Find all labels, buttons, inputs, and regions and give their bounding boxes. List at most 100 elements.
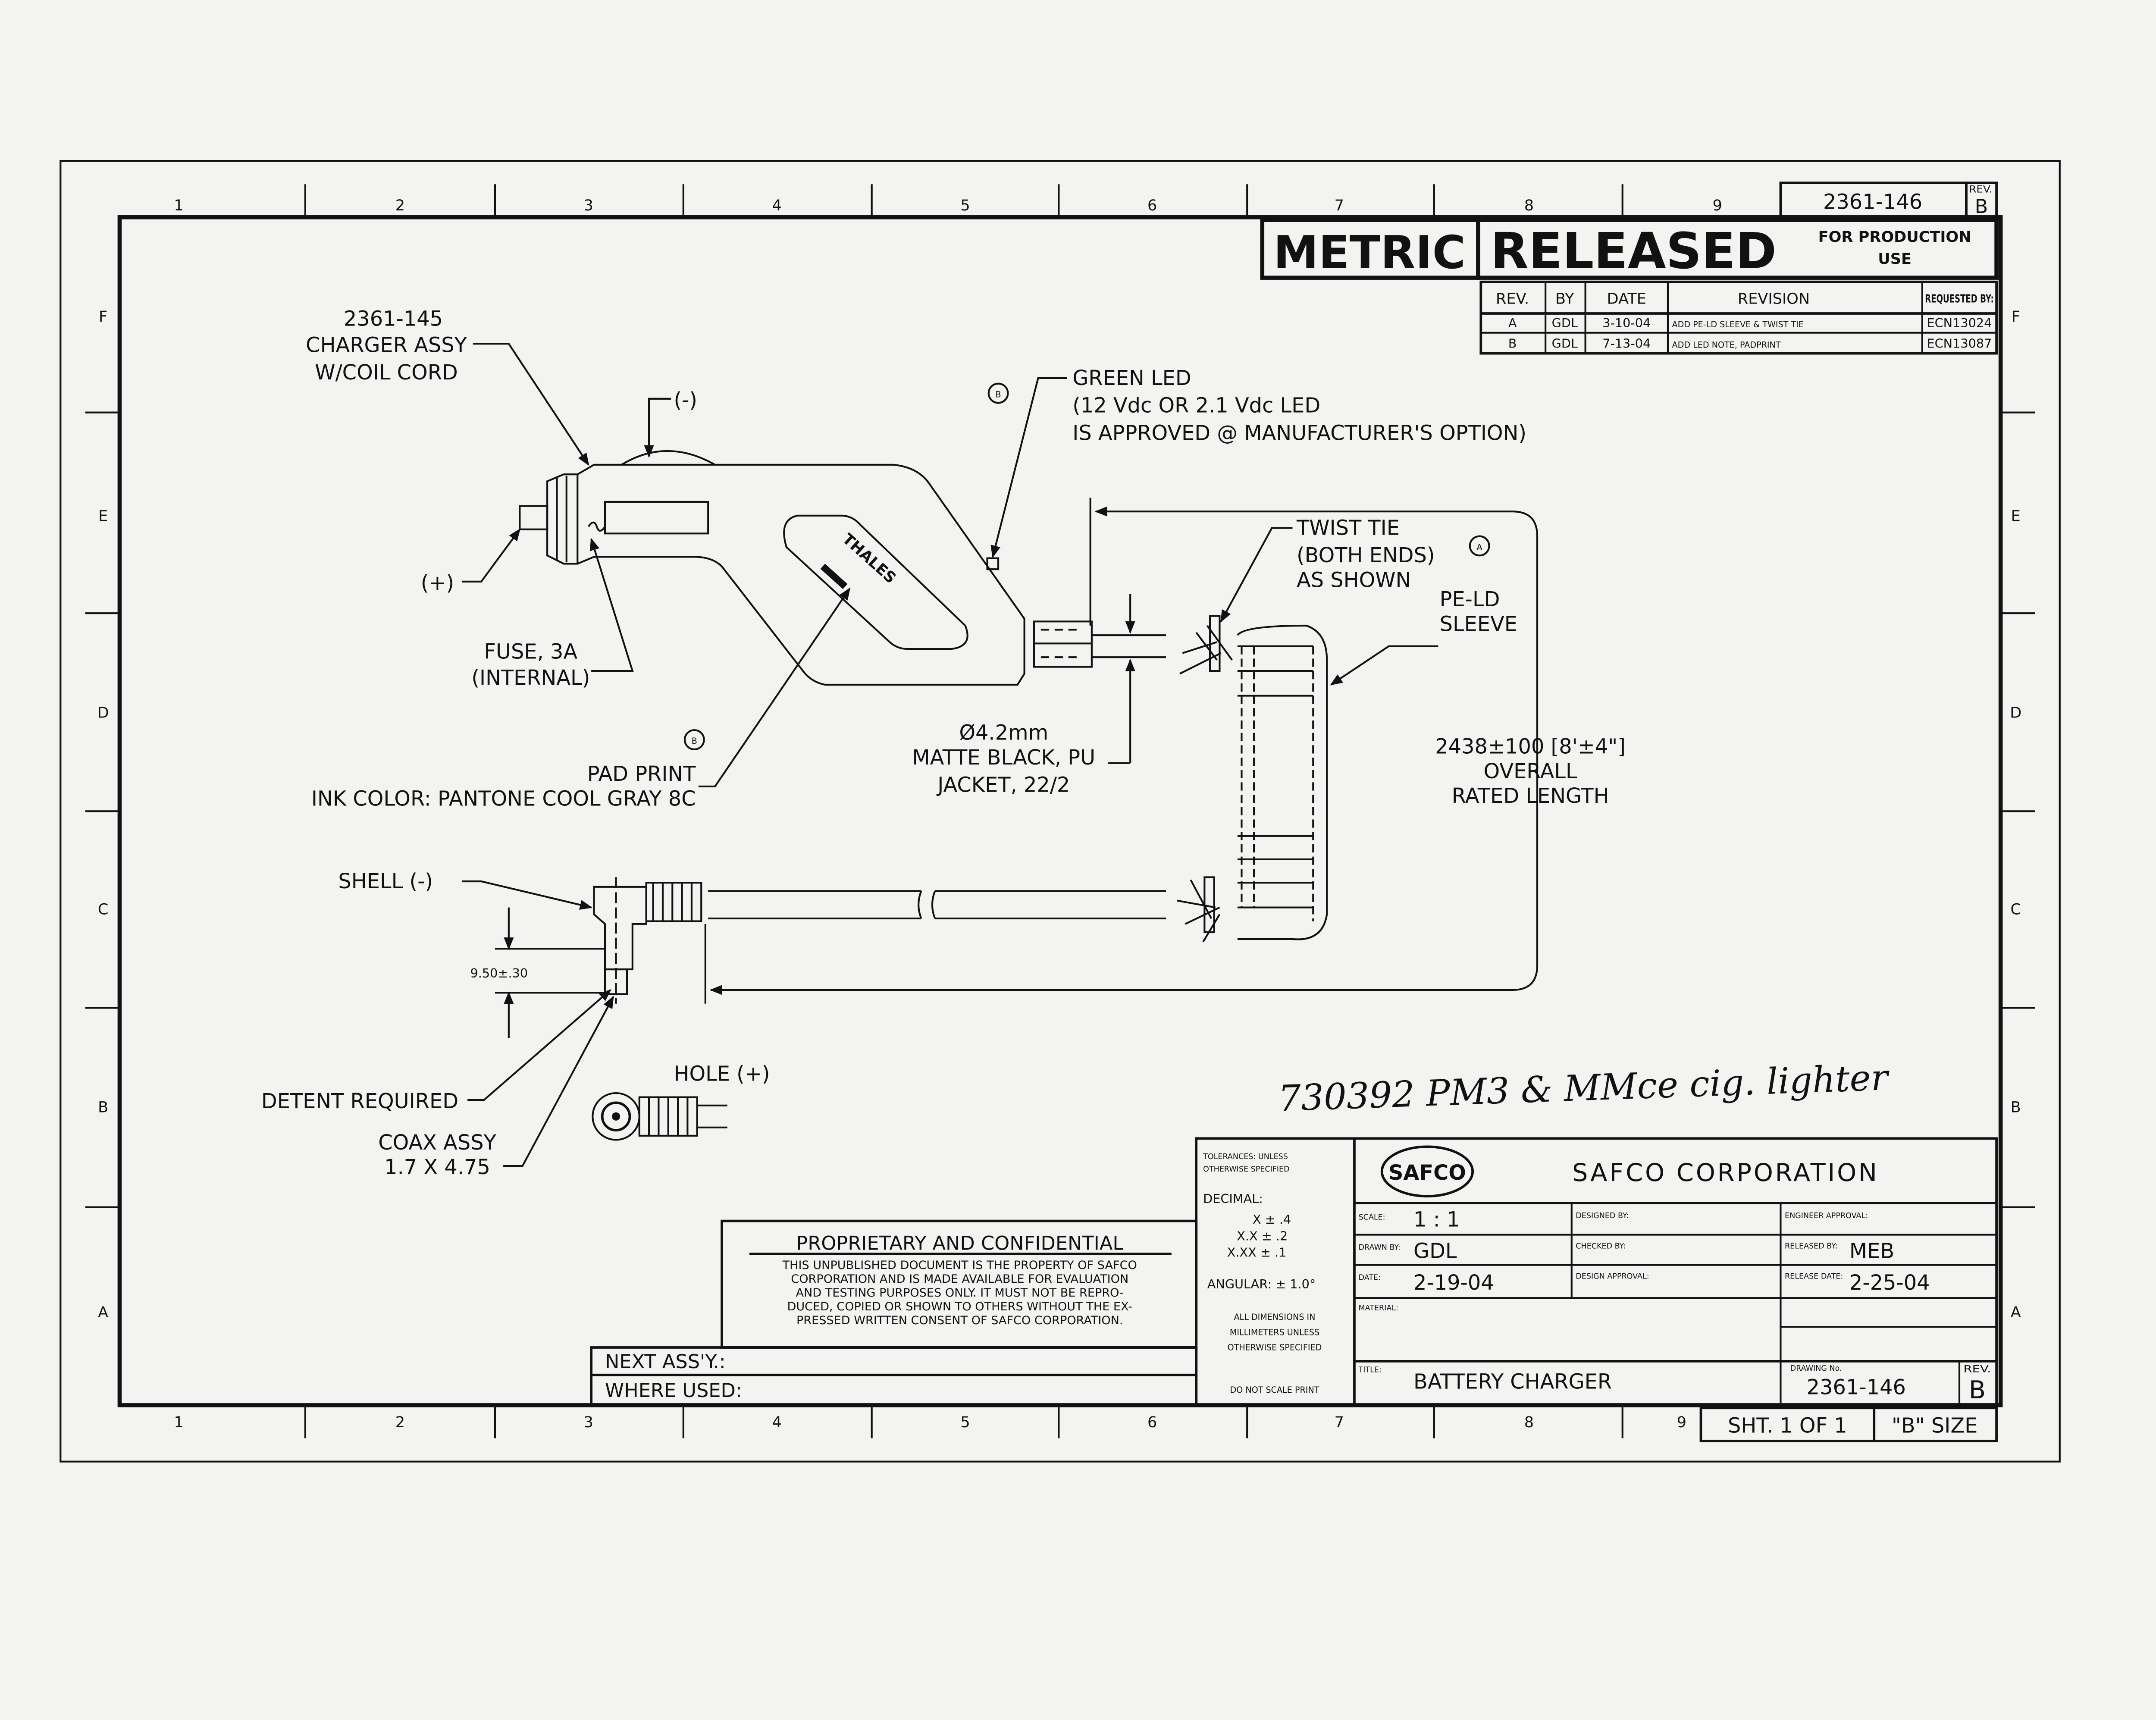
requested-cell: ECN13087 <box>1927 336 1992 351</box>
zone-column-label: 1 <box>174 1413 183 1431</box>
checked-by-label: CHECKED BY: <box>1576 1242 1626 1250</box>
release-stamp: METRIC RELEASED FOR PRODUCTION USE <box>1260 218 1999 280</box>
drawn-by-value: GDL <box>1413 1240 1457 1263</box>
proprietary-line: THIS UNPUBLISHED DOCUMENT IS THE PROPERT… <box>782 1259 1137 1272</box>
design-approval-label: DESIGN APPROVAL: <box>1576 1272 1649 1281</box>
coil-cord-top <box>1091 634 1166 658</box>
date-cell: 7-13-04 <box>1602 336 1651 351</box>
zone-column-label: 9 <box>1713 197 1722 214</box>
proprietary-line: PRESSED WRITTEN CONSENT OF SAFCO CORPORA… <box>796 1314 1123 1327</box>
hole-label: HOLE (+) <box>674 1062 770 1086</box>
for-production-text: FOR PRODUCTION <box>1818 228 1971 246</box>
decimal-label: DECIMAL: <box>1203 1191 1263 1206</box>
zone-row-label: A <box>2011 1303 2021 1321</box>
outer-border <box>60 160 2061 1463</box>
company-name: SAFCO CORPORATION <box>1572 1158 1879 1187</box>
sleeve-label: SLEEVE <box>1440 613 1517 636</box>
proprietary-notice: PROPRIETARY AND CONFIDENTIAL THIS UNPUBL… <box>590 1219 1198 1407</box>
zone-row-label: B <box>2011 1099 2021 1116</box>
release-date-label: RELEASE DATE: <box>1785 1272 1843 1281</box>
by-header: BY <box>1555 290 1574 308</box>
do-not-scale: DO NOT SCALE PRINT <box>1230 1385 1319 1395</box>
zone-column-label: 1 <box>174 197 183 214</box>
shell-label: SHELL (-) <box>338 870 433 893</box>
output-cord <box>708 890 1166 920</box>
rev-marker-text: B <box>995 390 1001 400</box>
zone-row-label: E <box>98 508 108 525</box>
zone-column-label: 4 <box>772 197 781 214</box>
twist-tie-label: (BOTH ENDS) <box>1297 544 1435 567</box>
units-note: MILLIMETERS UNLESS <box>1230 1327 1319 1337</box>
metric-stamp: METRIC <box>1273 226 1466 279</box>
safco-logo <box>1380 1145 1474 1198</box>
ground-label: (-) <box>674 388 697 412</box>
zone-column-label: 8 <box>1524 197 1534 214</box>
zone-column-label: 2 <box>395 197 405 214</box>
fuse-window <box>604 501 709 535</box>
where-used-label: WHERE USED: <box>605 1379 742 1402</box>
sleeve-label: PE-LD <box>1440 588 1500 611</box>
rev-marker-text: B <box>692 736 697 746</box>
units-note: ALL DIMENSIONS IN <box>1234 1312 1315 1322</box>
tolerance-xxx: X.XX ± .1 <box>1227 1245 1287 1260</box>
zone-column-label: 2 <box>395 1413 405 1431</box>
rev-label: REV. <box>1964 1363 1991 1375</box>
designed-by-label: DESIGNED BY: <box>1576 1212 1629 1220</box>
date-value: 2-19-04 <box>1413 1271 1494 1295</box>
zone-row-label: C <box>98 901 108 918</box>
for-production-text-2: USE <box>1878 250 1912 268</box>
twist-tie-label: TWIST TIE <box>1296 516 1400 540</box>
rev-value: B <box>1969 1375 1986 1404</box>
angular-tolerance: ANGULAR: ± 1.0° <box>1207 1277 1316 1291</box>
zone-column-label: 5 <box>960 1413 970 1431</box>
detent-label: DETENT REQUIRED <box>261 1090 458 1113</box>
charger-nose <box>546 473 579 565</box>
date-cell: 3-10-04 <box>1602 316 1651 330</box>
charger-assembly-drawing: THALES <box>261 307 1626 1179</box>
sheet-number: SHT. 1 OF 1 <box>1728 1414 1847 1438</box>
cord-label: Ø4.2mm <box>959 721 1048 745</box>
pad-print-label: INK COLOR: PANTONE COOL GRAY 8C <box>311 787 696 811</box>
rev-cell: A <box>1508 316 1517 330</box>
twist-tie-top <box>1209 615 1221 672</box>
length-label: 2438±100 [8'±4"] <box>1435 735 1626 758</box>
zone-column-label: 4 <box>772 1413 781 1431</box>
green-led-label: IS APPROVED @ MANUFACTURER'S OPTION) <box>1072 421 1526 445</box>
green-led-label: GREEN LED <box>1072 367 1191 390</box>
green-led-label: (12 Vdc OR 2.1 Vdc LED <box>1072 394 1320 418</box>
header-drawing-number: 2361-146 REV. B <box>1779 182 1998 219</box>
overall-length-dimension <box>709 506 1539 995</box>
revision-header: REVISION <box>1738 290 1810 308</box>
rev-marker <box>987 382 1009 404</box>
zone-row-label: A <box>98 1303 108 1321</box>
revision-row: B GDL 7-13-04 ADD LED NOTE, PADPRINT ECN… <box>1508 336 1992 351</box>
rev-marker-text: A <box>1477 542 1482 552</box>
date-header: DATE <box>1607 290 1646 308</box>
rev-cell: B <box>1508 336 1517 351</box>
pad-print-label: PAD PRINT <box>587 762 696 786</box>
zone-column-label: 9 <box>1677 1413 1686 1431</box>
zone-column-label: 7 <box>1335 1413 1344 1431</box>
title-block: TOLERANCES: UNLESS OTHERWISE SPECIFIED D… <box>1195 1137 1998 1442</box>
handwritten-note: 730392 PM3 & MMce cig. lighter <box>1278 1056 1890 1119</box>
sheet-size: "B" SIZE <box>1892 1414 1977 1438</box>
output-plug <box>593 877 702 1004</box>
revision-cell: ADD LED NOTE, PADPRINT <box>1672 340 1781 350</box>
zone-row-label: D <box>97 704 109 722</box>
safco-logo-text: SAFCO <box>1388 1161 1466 1185</box>
drawn-by-label: DRAWN BY: <box>1359 1244 1401 1252</box>
twist-tie-bottom <box>1203 876 1215 934</box>
released-by-value: MEB <box>1849 1240 1894 1263</box>
positive-label: (+) <box>421 571 454 595</box>
ground-contact <box>621 450 716 466</box>
by-cell: GDL <box>1552 336 1578 351</box>
brand-pad-print: THALES <box>839 530 899 587</box>
units-note: OTHERWISE SPECIFIED <box>1228 1342 1322 1352</box>
proprietary-line: CORPORATION AND IS MADE AVAILABLE FOR EV… <box>791 1272 1128 1286</box>
cord-label: MATTE BLACK, PU <box>912 746 1095 770</box>
rev-label: REV. <box>1969 184 1992 195</box>
plug-dimension-label: 9.50±.30 <box>470 966 528 981</box>
by-cell: GDL <box>1552 316 1578 330</box>
